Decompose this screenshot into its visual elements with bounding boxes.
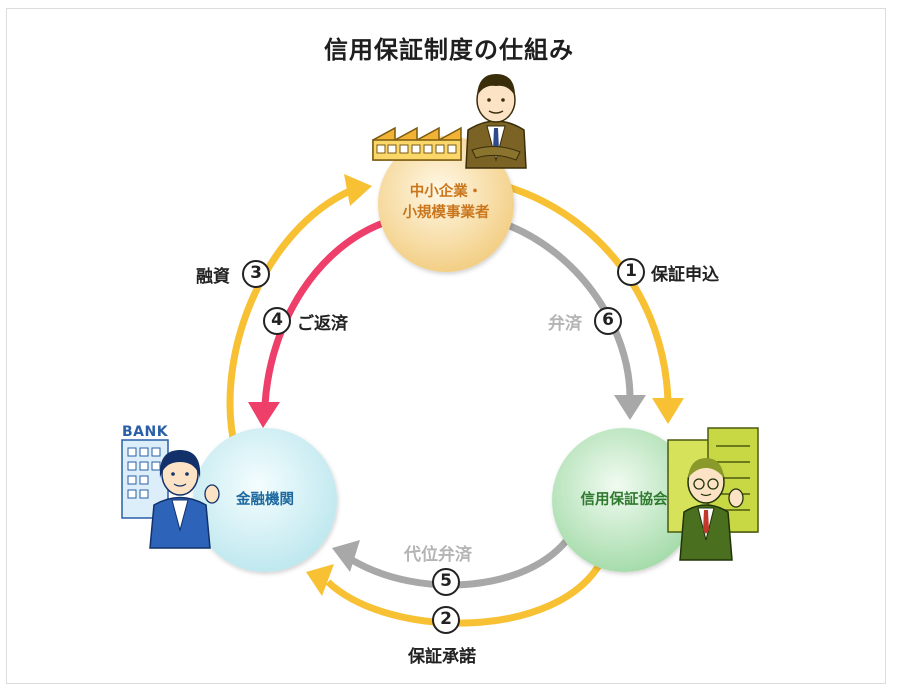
sme-label: 中小企業・ 小規模事業者 bbox=[386, 182, 506, 224]
diagram-title: 信用保証制度の仕組み bbox=[324, 36, 574, 64]
step-5-number: 5 bbox=[432, 568, 460, 596]
guarantee-circle bbox=[552, 428, 696, 572]
bank-sign: BANK bbox=[122, 424, 169, 440]
arrow-financing bbox=[226, 186, 354, 453]
bank-circle bbox=[193, 428, 337, 572]
arrow-subrogation bbox=[350, 533, 573, 589]
step-4-number: 4 bbox=[263, 307, 291, 335]
arrow-repayment bbox=[261, 218, 388, 406]
arrowhead-reimbursement bbox=[614, 395, 646, 420]
arrowhead-repayment bbox=[248, 402, 280, 428]
arrow-reimbursement bbox=[508, 222, 634, 399]
sme-circle bbox=[378, 136, 514, 272]
step-2-number: 2 bbox=[432, 606, 460, 634]
arrowhead-guarantee-approval bbox=[306, 564, 334, 596]
step-4-label: ご返済 bbox=[297, 314, 348, 334]
sme-label-line1: 中小企業・ bbox=[409, 184, 483, 200]
step-3-number: 3 bbox=[242, 260, 270, 288]
arrowhead-financing bbox=[344, 174, 372, 206]
step-5-label: 代位弁済 bbox=[404, 545, 472, 565]
sme-label-line2: 小規模事業者 bbox=[402, 205, 490, 221]
arrowhead-subrogation bbox=[332, 540, 360, 572]
arrow-guarantee-application bbox=[503, 182, 672, 403]
association-staff-illustration bbox=[679, 458, 744, 561]
step-1-label: 保証申込 bbox=[651, 265, 719, 285]
step-6-number: 6 bbox=[594, 307, 622, 335]
bank-clerk-illustration bbox=[149, 450, 220, 549]
arrowhead-guarantee-application bbox=[652, 398, 684, 424]
bank-label: 金融機関 bbox=[236, 492, 294, 508]
factory-icon bbox=[372, 126, 462, 161]
step-2-label: 保証承諾 bbox=[408, 647, 476, 667]
business-owner-illustration bbox=[465, 74, 527, 169]
guarantee-association-label: 信用保証協会 bbox=[580, 492, 668, 508]
step-1-number: 1 bbox=[617, 258, 645, 286]
arrow-guarantee-approval bbox=[325, 558, 606, 627]
bank-building-icon bbox=[121, 439, 169, 519]
step-6-label: 弁済 bbox=[548, 314, 582, 334]
step-3-label: 融資 bbox=[196, 267, 230, 287]
